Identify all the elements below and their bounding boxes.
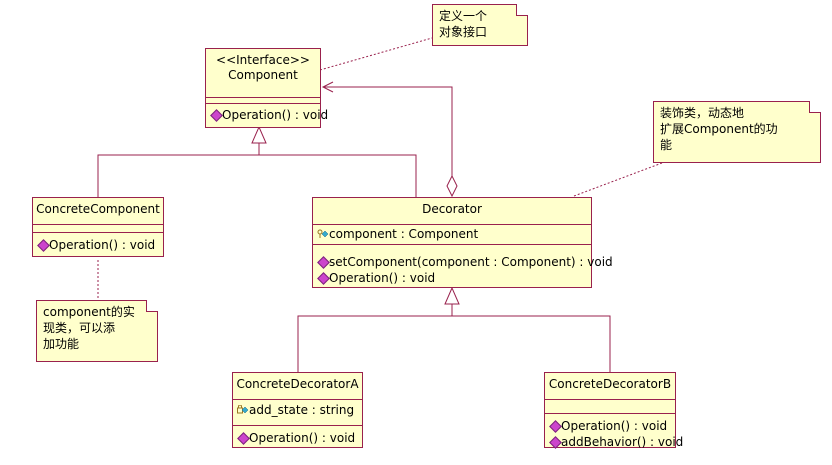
- stereotype-label: <<Interface>>: [216, 53, 310, 67]
- aggregation-line: [323, 86, 453, 176]
- class-component[interactable]: <<Interface>> Component Operation() : vo…: [205, 48, 328, 128]
- generalization-arrow-decorator: [444, 286, 460, 305]
- operation-row: Operation() : void: [545, 418, 675, 434]
- class-name-concrete-component: ConcreteComponent: [36, 202, 160, 216]
- note-anchor-interface: [319, 37, 433, 71]
- note-anchor-decorator: [573, 162, 663, 197]
- operation-icon: [549, 436, 562, 449]
- class-decorator[interactable]: Decorator component : Component setCompo…: [312, 197, 613, 288]
- note-interface[interactable]: 定义一个 对象接口: [432, 4, 528, 46]
- class-concrete-component[interactable]: ConcreteComponent Operation() : void: [32, 197, 164, 257]
- operation-icon: [237, 432, 250, 445]
- operation-icon: [317, 256, 330, 269]
- attribute-row: add_state : string: [233, 402, 362, 418]
- operation-row: Operation() : void: [313, 270, 591, 286]
- private-field-icon: [317, 229, 328, 238]
- operation-row: Operation() : void: [233, 430, 362, 446]
- note-fold-corner: [809, 101, 821, 113]
- note-line: 扩展Component的功: [660, 122, 778, 136]
- note-decorator[interactable]: 装饰类，动态地 扩展Component的功 能: [653, 101, 821, 163]
- note-line: 能: [660, 138, 673, 152]
- class-name-decorator: Decorator: [422, 202, 482, 216]
- aggregation-arrowhead: [321, 81, 334, 93]
- note-line: 定义一个: [439, 9, 488, 23]
- operation-icon: [317, 272, 330, 285]
- operation-icon: [210, 109, 223, 122]
- note-line: 加功能: [43, 337, 80, 351]
- note-fold-corner: [516, 4, 528, 16]
- operation-row: Operation() : void: [206, 107, 328, 123]
- generalization-line-decorator: [297, 315, 611, 372]
- attribute-row: component : Component: [313, 226, 591, 242]
- operation-row: addBehavior() : void: [545, 434, 683, 450]
- generalization-arrow-component: [251, 125, 267, 144]
- class-name-concrete-decorator-a: ConcreteDecoratorA: [236, 377, 359, 391]
- operation-icon: [37, 239, 50, 252]
- note-line: 对象接口: [439, 25, 488, 39]
- operation-row: setComponent(component : Component) : vo…: [313, 254, 613, 270]
- class-concrete-decorator-a[interactable]: ConcreteDecoratorA add_state : string Op…: [232, 372, 363, 448]
- protected-field-icon: [237, 405, 248, 414]
- note-line: 装饰类，动态地: [660, 106, 745, 120]
- operation-row: Operation() : void: [33, 237, 163, 253]
- generalization-line-component: [97, 154, 417, 197]
- class-name-concrete-decorator-b: ConcreteDecoratorB: [548, 377, 672, 391]
- note-line: component的实: [43, 305, 135, 319]
- note-line: 现类，可以添: [43, 321, 116, 335]
- aggregation-diamond: [446, 174, 458, 198]
- class-concrete-decorator-b[interactable]: ConcreteDecoratorB Operation() : void ad…: [544, 372, 683, 450]
- note-component-impl[interactable]: component的实 现类，可以添 加功能: [36, 300, 158, 362]
- note-fold-corner: [146, 300, 158, 312]
- operation-icon: [549, 420, 562, 433]
- class-name-component: Component: [228, 68, 298, 82]
